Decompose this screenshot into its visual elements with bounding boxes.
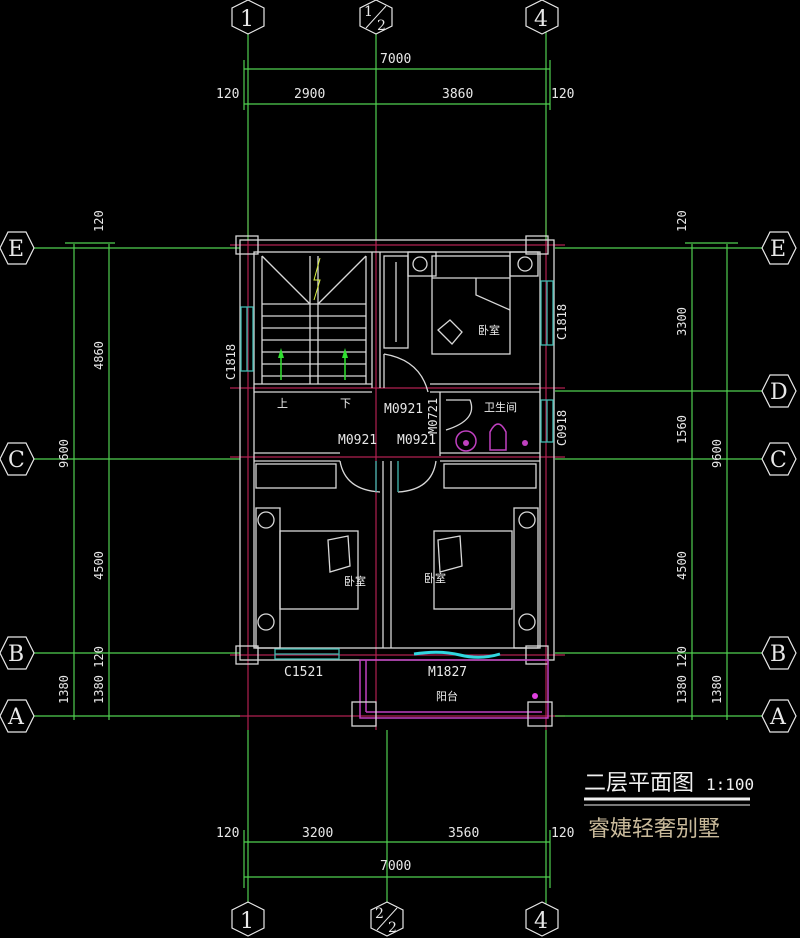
grid-lines (32, 32, 765, 905)
axis-bubbles-top: 1 12 4 (231, 0, 559, 35)
bedroom-top-furniture: 卧室 (383, 251, 539, 355)
svg-text:D: D (770, 380, 788, 405)
top-dimensions: 7000 120 2900 3860 120 (216, 52, 574, 110)
room-label-balcony: 阳台 (436, 689, 458, 703)
balcony: 阳台 (351, 659, 553, 727)
bedroom-right-furniture: 卧室 (424, 463, 539, 649)
door-label-m0921-top: M0921 (384, 402, 423, 417)
axis-bubble-C-right: C (761, 442, 797, 476)
axis-bubble-B-left: B (0, 636, 35, 670)
axis-bubble-2-2-bottom: 22 (370, 901, 404, 937)
right-dimensions: 120 3300 1560 9600 4500 1380 120 1380 (675, 210, 738, 720)
svg-text:E: E (8, 237, 24, 262)
staircase: 上 下 (261, 255, 367, 410)
dim-left-4500: 4500 (92, 551, 106, 580)
dim-left-1380-120: 1380 120 (92, 646, 106, 704)
dim-left-9600: 9600 (57, 439, 71, 468)
walls (235, 235, 555, 665)
bottom-dimensions: 120 3200 3560 120 7000 (216, 826, 574, 888)
axis-bubble-4-bottom: 4 (525, 901, 559, 937)
svg-text:1: 1 (364, 4, 373, 20)
stair-down-label: 下 (340, 397, 351, 410)
axis-bubble-E-right: E (761, 231, 797, 265)
axis-bubble-D-right: D (761, 374, 797, 408)
brand-label: 睿婕轻奢别墅 (588, 817, 720, 842)
window-label-c1521: C1521 (284, 665, 323, 680)
door-label-m0721: M0721 (426, 398, 440, 434)
svg-text:2: 2 (375, 906, 384, 922)
dim-right-1380: 1380 (710, 675, 724, 704)
svg-text:4: 4 (534, 909, 548, 934)
axis-bubbles-left: E C B A (0, 231, 35, 733)
svg-text:B: B (8, 642, 24, 667)
dim-right-4500: 4500 (675, 551, 689, 580)
window-label-c0918: C0918 (555, 410, 569, 446)
bedroom-left-furniture: 卧室 (255, 463, 366, 649)
dim-bottom-120-left: 120 (216, 826, 239, 841)
svg-text:E: E (770, 237, 786, 262)
axis-bubbles-bottom: 1 22 4 (231, 901, 559, 937)
axis-bubble-1-top: 1 (231, 0, 265, 35)
door-label-m0921-right: M0921 (397, 433, 436, 448)
dim-bottom-total: 7000 (380, 859, 411, 874)
axis-bubble-4-top: 4 (525, 0, 559, 35)
axis-bubble-E-left: E (0, 231, 35, 265)
axis-bubble-A-right: A (761, 699, 797, 733)
window-label-c1818-left: C1818 (224, 344, 238, 380)
bathroom-fixtures: 卫生间 (455, 400, 528, 452)
room-label-bedroom-right: 卧室 (424, 571, 446, 585)
axis-bubble-1-bottom: 1 (231, 901, 265, 937)
svg-text:4: 4 (534, 7, 548, 32)
dim-right-9600: 9600 (710, 439, 724, 468)
room-label-bedroom-top: 卧室 (478, 323, 500, 337)
dim-left-1380: 1380 (57, 675, 71, 704)
dim-top-total: 7000 (380, 52, 411, 67)
axis-lines (230, 200, 565, 730)
svg-text:A: A (769, 705, 787, 730)
room-label-bathroom: 卫生间 (484, 400, 517, 414)
dim-left-4860: 4860 (92, 341, 106, 370)
axis-bubble-B-right: B (761, 636, 797, 670)
dim-left-120: 120 (92, 210, 106, 232)
svg-text:2: 2 (377, 18, 386, 34)
dim-right-1380-120: 1380 120 (675, 646, 689, 704)
windows: C1818 C1818 C0918 C1521 M1827 (224, 280, 569, 680)
dim-bottom-3200: 3200 (302, 826, 333, 841)
dim-top-120-right: 120 (551, 87, 574, 102)
dim-right-3300: 3300 (675, 307, 689, 336)
room-label-bedroom-left: 卧室 (344, 574, 366, 588)
dim-top-3860: 3860 (442, 87, 473, 102)
axis-bubbles-right: E D C B A (761, 231, 797, 733)
axis-bubble-1-2-top: 12 (359, 0, 393, 35)
svg-text:A: A (7, 705, 25, 730)
dim-right-1560: 1560 (675, 415, 689, 444)
stair-up-label: 上 (277, 397, 288, 410)
svg-text:C: C (8, 448, 25, 473)
door-label-m1827: M1827 (428, 665, 467, 680)
dim-bottom-120-right: 120 (551, 826, 574, 841)
svg-text:1: 1 (240, 909, 254, 934)
svg-text:2: 2 (388, 920, 397, 936)
left-dimensions: 120 4860 9600 4500 1380 120 1380 (57, 210, 115, 720)
svg-text:C: C (770, 448, 787, 473)
dim-bottom-3560: 3560 (448, 826, 479, 841)
svg-text:1: 1 (240, 7, 254, 32)
drawing-title: 二层平面图 (584, 771, 694, 796)
title-block: 二层平面图 1:100 睿婕轻奢别墅 (584, 771, 754, 842)
window-label-c1818-right: C1818 (555, 304, 569, 340)
dim-top-120-left: 120 (216, 87, 239, 102)
dim-right-120: 120 (675, 210, 689, 232)
svg-text:B: B (770, 642, 786, 667)
doors: M0921 M0721 M0921 M0921 (338, 353, 473, 493)
door-label-m0921-left: M0921 (338, 433, 377, 448)
drawing-scale: 1:100 (706, 775, 754, 794)
axis-bubble-C-left: C (0, 442, 35, 476)
dim-top-2900: 2900 (294, 87, 325, 102)
axis-bubble-A-left: A (0, 699, 35, 733)
